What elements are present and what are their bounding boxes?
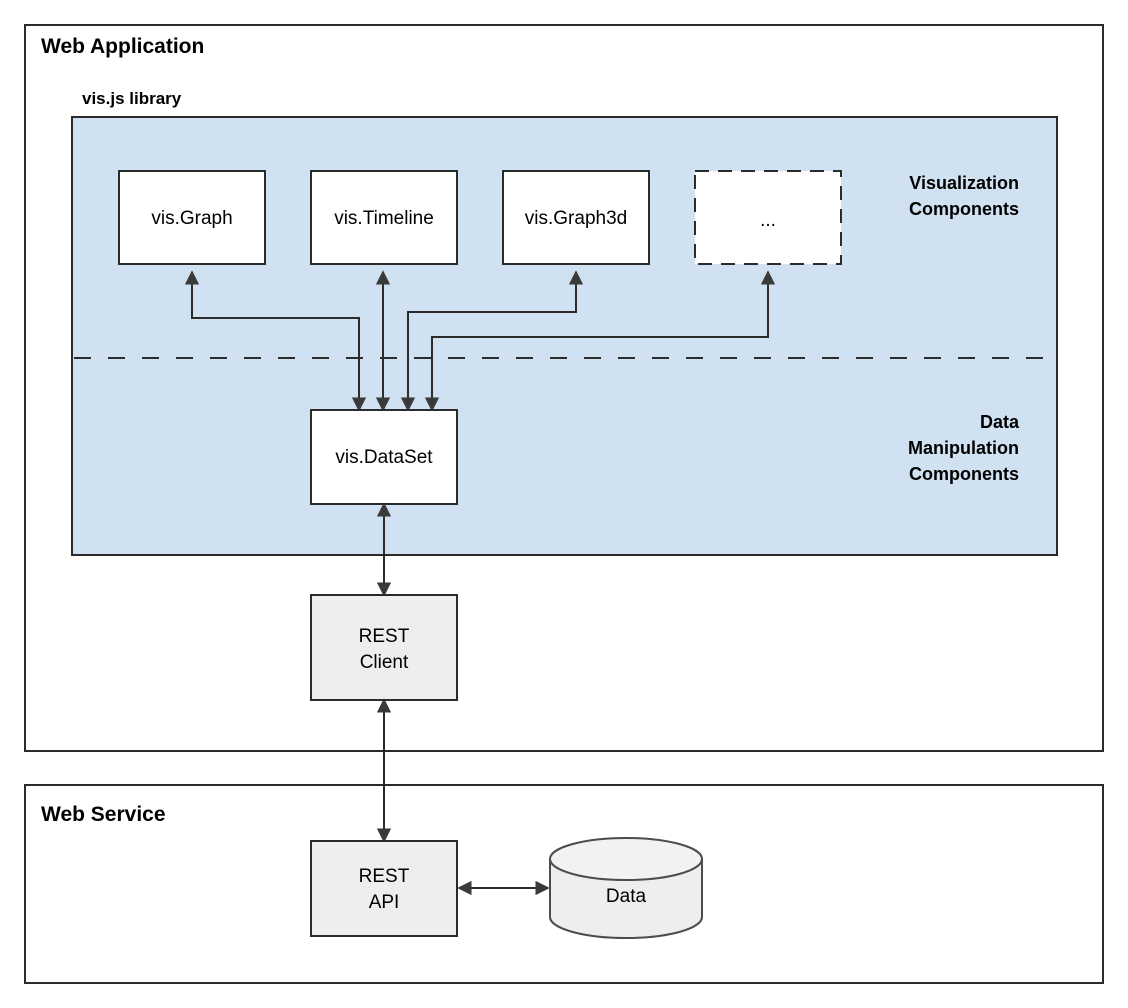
- data-group-label-line2: Manipulation: [908, 438, 1019, 458]
- data-group-label-line3: Components: [909, 464, 1019, 484]
- connector-dataset-to-more-components: [424, 270, 776, 412]
- node-rest-api-label-line1: REST: [359, 866, 410, 887]
- node-vis-graph3d-label: vis.Graph3d: [525, 208, 627, 229]
- node-vis-graph[interactable]: vis.Graph: [118, 170, 266, 265]
- web-application-title: Web Application: [41, 35, 204, 58]
- visualization-group-label-line2: Components: [909, 199, 1019, 219]
- node-rest-api-label-line2: API: [369, 892, 400, 913]
- web-service-title: Web Service: [41, 803, 166, 826]
- node-rest-client-label-line1: REST: [359, 626, 410, 647]
- node-vis-dataset[interactable]: vis.DataSet: [310, 409, 458, 505]
- node-more-components-label: ...: [760, 210, 776, 231]
- node-vis-graph-label: vis.Graph: [151, 208, 232, 229]
- node-data-store[interactable]: Data: [549, 837, 703, 939]
- node-more-components[interactable]: ...: [694, 170, 842, 265]
- visjs-library-title: vis.js library: [82, 89, 182, 108]
- node-data-store-label: Data: [606, 886, 647, 907]
- node-rest-client-label-line2: Client: [360, 652, 409, 673]
- node-vis-timeline[interactable]: vis.Timeline: [310, 170, 458, 265]
- node-rest-api[interactable]: REST API: [310, 840, 458, 937]
- visualization-group-label-line1: Visualization: [909, 173, 1019, 193]
- data-group-label-line1: Data: [980, 412, 1020, 432]
- node-vis-timeline-label: vis.Timeline: [334, 208, 434, 229]
- connector-dataset-to-vis-graph: [184, 270, 367, 412]
- node-vis-graph3d[interactable]: vis.Graph3d: [502, 170, 650, 265]
- node-vis-dataset-label: vis.DataSet: [335, 447, 433, 468]
- node-rest-client[interactable]: REST Client: [310, 594, 458, 701]
